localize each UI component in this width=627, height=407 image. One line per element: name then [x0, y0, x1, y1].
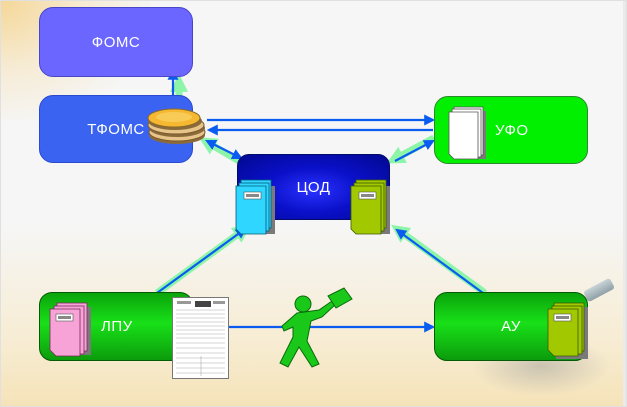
node-lpu-label: ЛПУ [101, 318, 133, 335]
node-tfoms-label: ТФОМС [87, 120, 145, 138]
node-lpu[interactable]: ЛПУ [39, 292, 193, 361]
node-ufo-label: УФО [495, 121, 529, 139]
node-foms[interactable]: ФОМС [39, 7, 193, 77]
edge-lpu-cod [154, 224, 251, 296]
medical-form-document-icon [172, 297, 229, 379]
node-cod[interactable]: ЦОД [237, 154, 390, 220]
node-au-label: АУ [501, 318, 521, 335]
edge-cod-tfoms [198, 137, 243, 165]
node-cod-label: ЦОД [296, 178, 331, 196]
node-au[interactable]: АУ [434, 292, 588, 361]
edge-au-cod [391, 224, 488, 296]
node-ufo[interactable]: УФО [434, 96, 588, 164]
edge-cod-ufo [386, 134, 436, 164]
node-foms-label: ФОМС [91, 33, 141, 51]
node-tfoms[interactable]: ТФОМС [39, 95, 193, 163]
